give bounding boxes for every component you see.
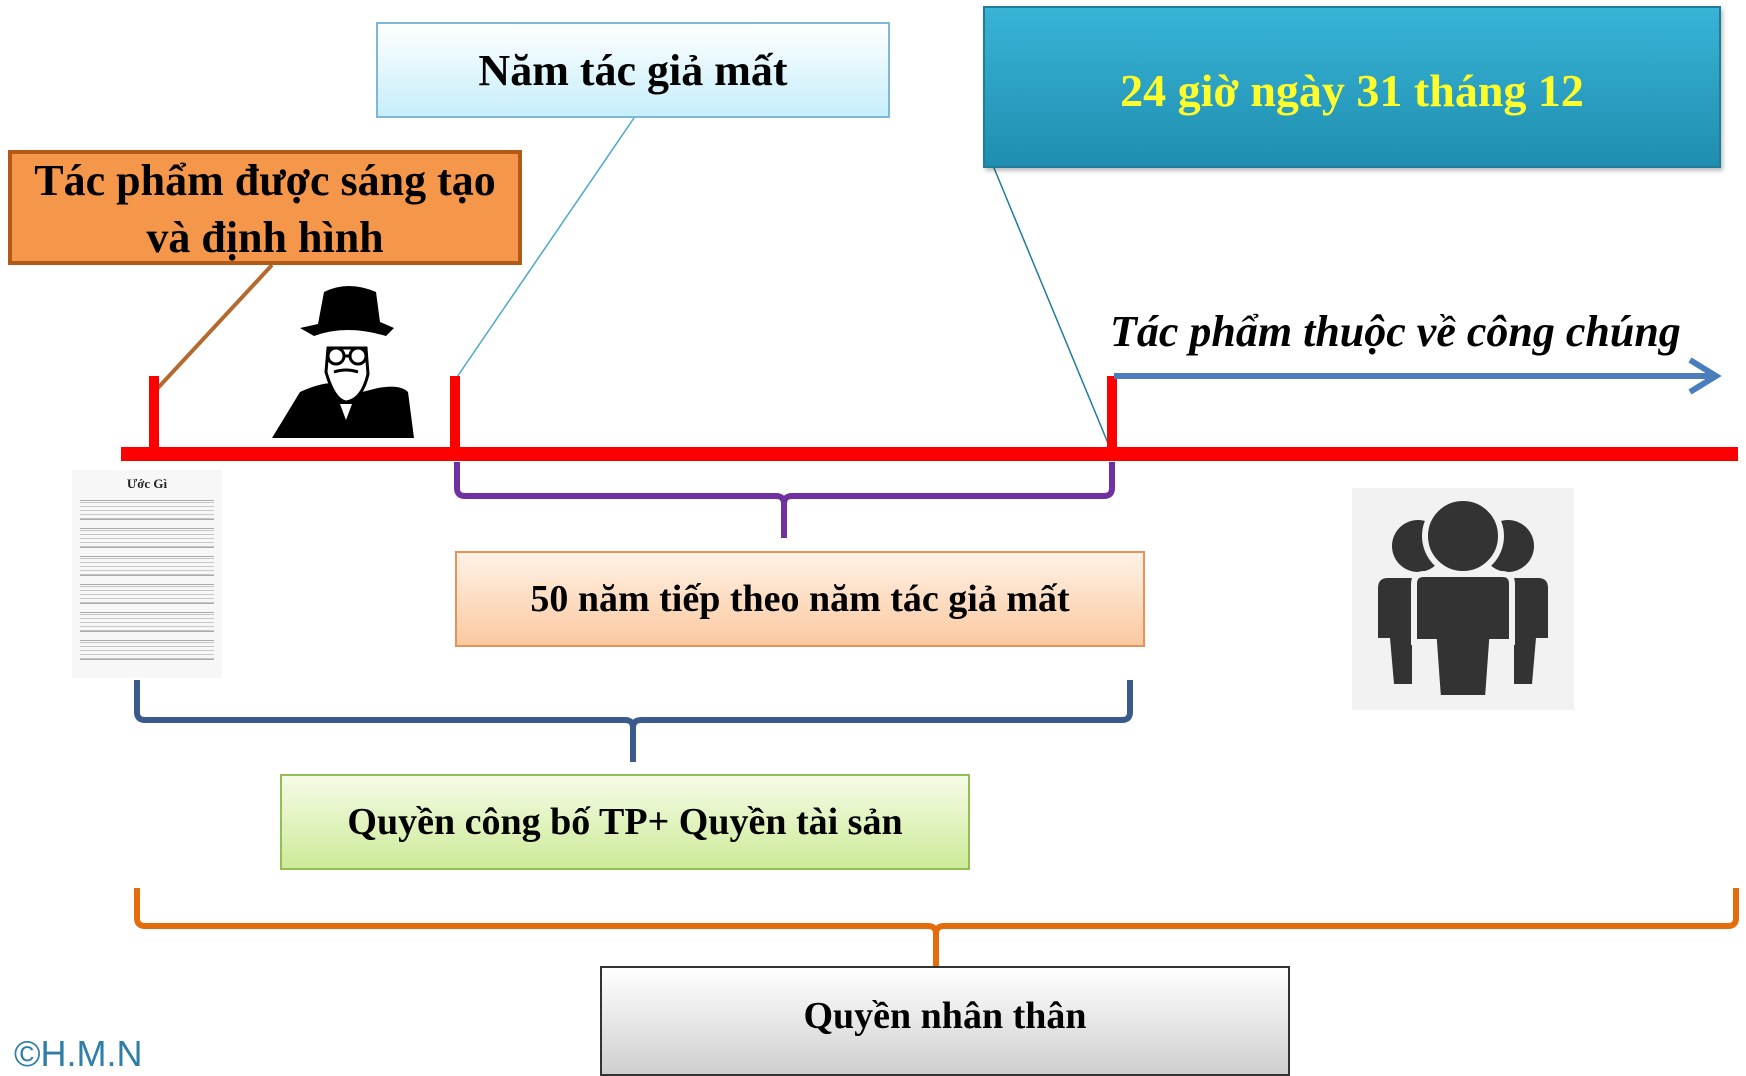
fifty-years-label: 50 năm tiếp theo năm tác giả mất: [530, 578, 1070, 620]
staff-line: [80, 584, 214, 604]
public-domain-label: Tác phẩm thuộc về công chúng: [1110, 307, 1681, 356]
sheet-music-icon: Ước Gì: [72, 470, 222, 678]
fifty-years-box: 50 năm tiếp theo năm tác giả mất: [455, 551, 1145, 647]
staff-line: [80, 500, 214, 520]
brace-publish-rights: [134, 680, 1133, 762]
man-with-hat-glasses-icon: [272, 286, 414, 438]
death-year-box: Năm tác giả mất: [376, 22, 890, 118]
connector-created: [154, 263, 274, 392]
connector-death: [456, 117, 635, 378]
staff-line: [80, 640, 214, 660]
moral-rights-label: Quyền nhân thân: [803, 995, 1087, 1037]
staff-line: [80, 556, 214, 576]
staff-line: [80, 612, 214, 632]
brace-moral-rights: [134, 888, 1739, 966]
brace-fifty-years: [454, 462, 1115, 538]
copyright-text: ©H.M.N: [14, 1033, 143, 1074]
publish-property-rights-box: Quyền công bố TP+ Quyền tài sản: [280, 774, 970, 870]
work-created-box: Tác phẩm được sáng tạo và định hình: [8, 150, 522, 265]
staff-line: [80, 528, 214, 548]
group-of-people-icon: [1352, 488, 1574, 710]
sheet-music-title: Ước Gì: [126, 476, 168, 491]
connector-date: [993, 167, 1111, 449]
publish-property-rights-label: Quyền công bố TP+ Quyền tài sản: [347, 801, 903, 843]
moral-rights-box: Quyền nhân thân: [600, 966, 1290, 1076]
expiry-time-label: 24 giờ ngày 31 tháng 12: [1120, 65, 1584, 116]
death-year-label: Năm tác giả mất: [478, 45, 788, 95]
expiry-time-box: 24 giờ ngày 31 tháng 12: [983, 6, 1721, 168]
public-arrow-head: [1688, 357, 1722, 395]
work-created-label: Tác phẩm được sáng tạo và định hình: [34, 155, 496, 262]
